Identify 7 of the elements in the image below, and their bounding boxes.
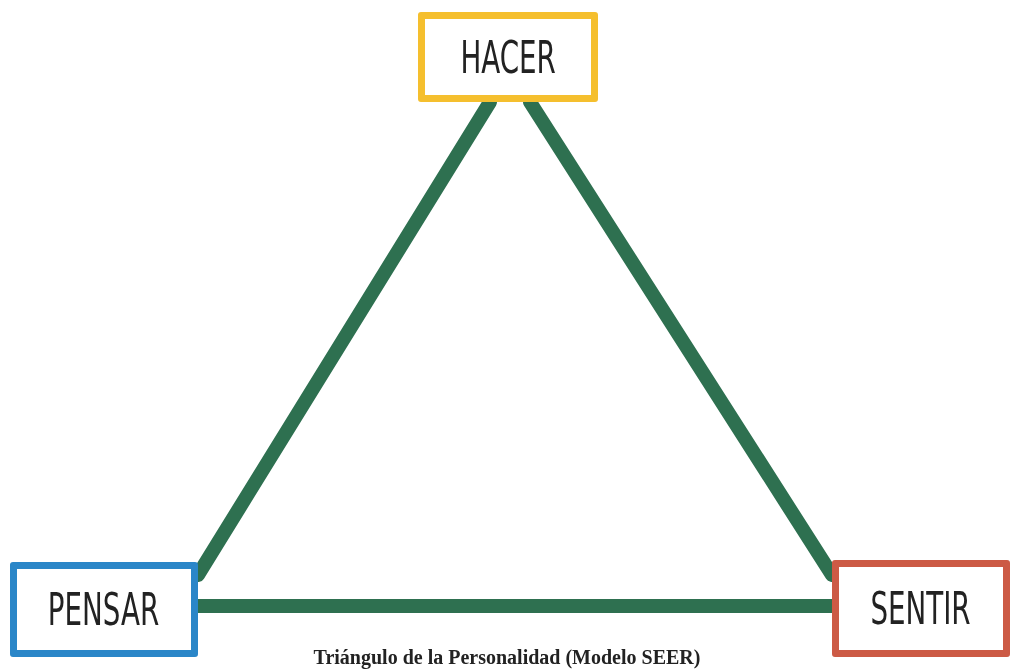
label-box [418, 12, 598, 102]
node-label: HACER [460, 31, 556, 83]
node-label: PENSAR [48, 584, 160, 635]
caption: Triángulo de la Personalidad (Modelo SEER) [312, 646, 702, 669]
node-label: SENTIR [870, 583, 972, 634]
label-box [832, 560, 1010, 657]
label-box [10, 562, 198, 657]
